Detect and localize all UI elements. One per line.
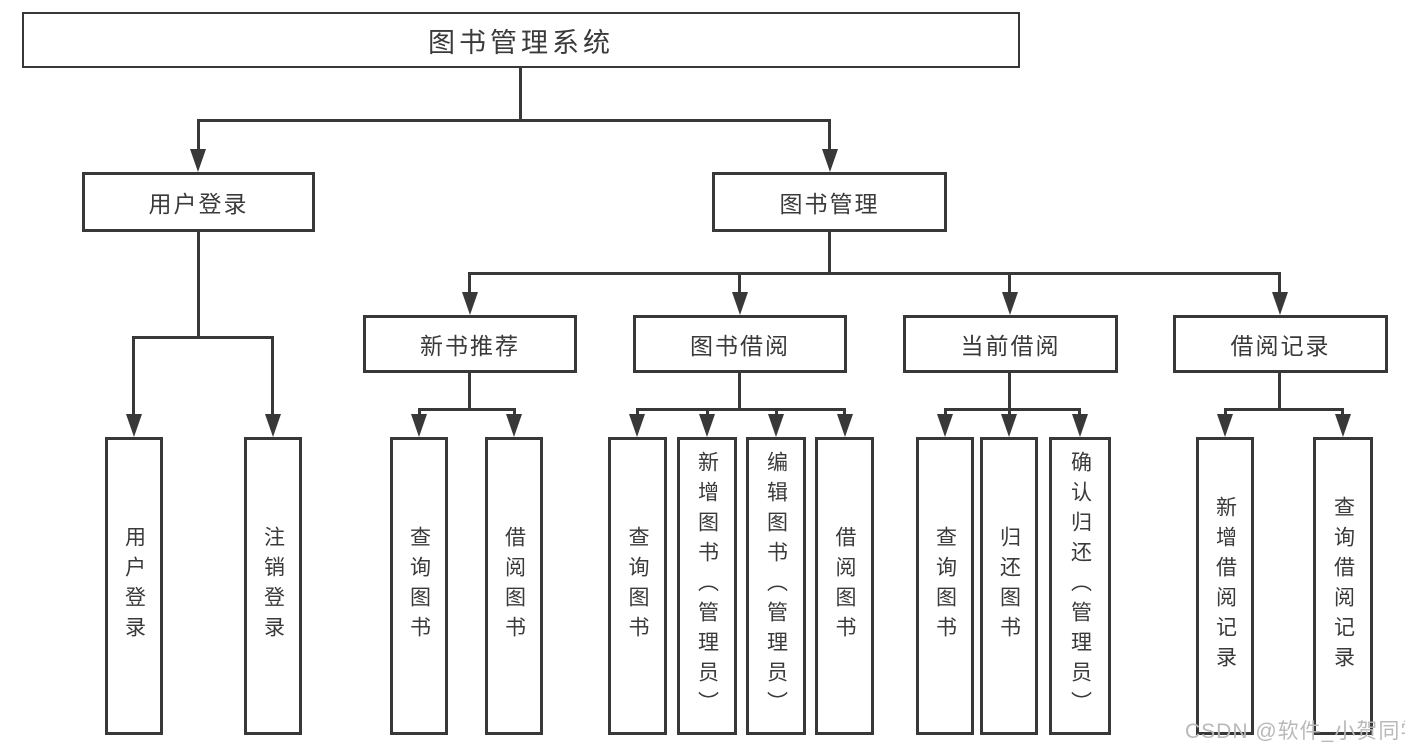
connector-line xyxy=(828,119,831,151)
leaf-borrow-books-2: 借阅图书 xyxy=(815,437,874,735)
leaf-query-books-1: 查询图书 xyxy=(390,437,448,735)
connector-line xyxy=(1278,272,1281,294)
node-borrowing-records: 借阅记录 xyxy=(1173,315,1388,373)
arrow-down-icon xyxy=(629,414,645,437)
arrow-down-icon xyxy=(732,292,748,315)
connector-line xyxy=(519,68,522,119)
connector-line xyxy=(944,408,947,418)
connector-line xyxy=(636,408,846,411)
connector-line xyxy=(197,119,831,122)
leaf-logout: 注销登录 xyxy=(244,437,302,735)
connector-line xyxy=(513,408,516,418)
root-node-book-management-system: 图书管理系统 xyxy=(22,12,1020,68)
root-node-label: 图书管理系统 xyxy=(428,27,614,58)
connector-line xyxy=(468,272,471,294)
node-book-management-label: 图书管理 xyxy=(779,191,880,217)
node-new-book-recommendation-label: 新书推荐 xyxy=(420,333,520,359)
connector-line xyxy=(1224,408,1344,411)
connector-line xyxy=(418,408,516,411)
arrow-down-icon xyxy=(265,414,281,437)
connector-line xyxy=(738,272,741,294)
leaf-add-books-admin-label: 新增图书（管理员） xyxy=(695,451,719,721)
node-user-login-label: 用户登录 xyxy=(148,191,249,217)
arrow-down-icon xyxy=(462,292,478,315)
connector-line xyxy=(1008,373,1011,408)
arrow-down-icon xyxy=(1072,414,1088,437)
connector-line xyxy=(197,119,200,151)
csdn-watermark: CSDN @软件_小贺同学 xyxy=(1185,720,1405,743)
node-current-borrowing: 当前借阅 xyxy=(903,315,1118,373)
connector-line xyxy=(271,336,274,416)
connector-line xyxy=(470,272,1281,275)
node-book-borrowing-label: 图书借阅 xyxy=(690,333,790,359)
node-book-borrowing: 图书借阅 xyxy=(633,315,847,373)
connector-line xyxy=(1341,408,1344,418)
connector-line xyxy=(1078,408,1081,418)
leaf-add-borrow-record: 新增借阅记录 xyxy=(1196,437,1254,735)
leaf-query-books-3: 查询图书 xyxy=(916,437,974,735)
arrow-down-icon xyxy=(1272,292,1288,315)
leaf-borrow-books-2-label: 借阅图书 xyxy=(833,526,856,646)
connector-line xyxy=(944,408,1081,411)
leaf-edit-books-admin: 编辑图书（管理员） xyxy=(746,437,806,735)
connector-line xyxy=(1278,373,1281,408)
leaf-query-books-2-label: 查询图书 xyxy=(626,526,649,646)
node-new-book-recommendation: 新书推荐 xyxy=(363,315,577,373)
arrow-down-icon xyxy=(126,414,142,437)
connector-line xyxy=(197,232,200,336)
connector-line xyxy=(132,336,274,339)
leaf-confirm-return-admin-label: 确认归还（管理员） xyxy=(1068,451,1092,721)
leaf-query-borrow-record: 查询借阅记录 xyxy=(1313,437,1373,735)
arrow-down-icon xyxy=(190,149,206,172)
node-borrowing-records-label: 借阅记录 xyxy=(1230,333,1331,359)
leaf-add-books-admin: 新增图书（管理员） xyxy=(677,437,737,735)
arrow-down-icon xyxy=(699,414,715,437)
connector-line xyxy=(828,232,831,272)
arrow-down-icon xyxy=(837,414,853,437)
arrow-down-icon xyxy=(1217,414,1233,437)
connector-line xyxy=(1008,272,1011,294)
arrow-down-icon xyxy=(822,149,838,172)
leaf-query-borrow-record-label: 查询借阅记录 xyxy=(1331,496,1355,676)
leaf-return-books: 归还图书 xyxy=(980,437,1038,735)
connector-line xyxy=(636,408,639,418)
leaf-user-login: 用户登录 xyxy=(105,437,163,735)
leaf-borrow-books-1: 借阅图书 xyxy=(485,437,543,735)
connector-line xyxy=(132,336,135,416)
arrow-down-icon xyxy=(506,414,522,437)
leaf-confirm-return-admin: 确认归还（管理员） xyxy=(1049,437,1111,735)
leaf-borrow-books-1-label: 借阅图书 xyxy=(502,526,526,646)
connector-line xyxy=(775,408,778,418)
arrow-down-icon xyxy=(411,414,427,437)
leaf-query-books-3-label: 查询图书 xyxy=(933,526,957,646)
leaf-edit-books-admin-label: 编辑图书（管理员） xyxy=(764,451,788,721)
connector-line xyxy=(418,408,421,418)
arrow-down-icon xyxy=(1335,414,1351,437)
connector-line xyxy=(1008,408,1011,418)
leaf-logout-label: 注销登录 xyxy=(261,526,285,646)
connector-line xyxy=(468,373,471,408)
leaf-query-books-2: 查询图书 xyxy=(608,437,667,735)
leaf-query-books-1-label: 查询图书 xyxy=(407,526,431,646)
arrow-down-icon xyxy=(1001,414,1017,437)
node-current-borrowing-label: 当前借阅 xyxy=(960,333,1061,359)
node-user-login: 用户登录 xyxy=(82,172,315,232)
leaf-user-login-label: 用户登录 xyxy=(122,526,146,646)
leaf-add-borrow-record-label: 新增借阅记录 xyxy=(1213,496,1237,676)
connector-line xyxy=(706,408,709,418)
arrow-down-icon xyxy=(768,414,784,437)
leaf-return-books-label: 归还图书 xyxy=(997,526,1021,646)
arrow-down-icon xyxy=(937,414,953,437)
node-book-management: 图书管理 xyxy=(712,172,947,232)
connector-line xyxy=(738,373,741,408)
connector-line xyxy=(1224,408,1227,418)
arrow-down-icon xyxy=(1002,292,1018,315)
connector-line xyxy=(843,408,846,418)
